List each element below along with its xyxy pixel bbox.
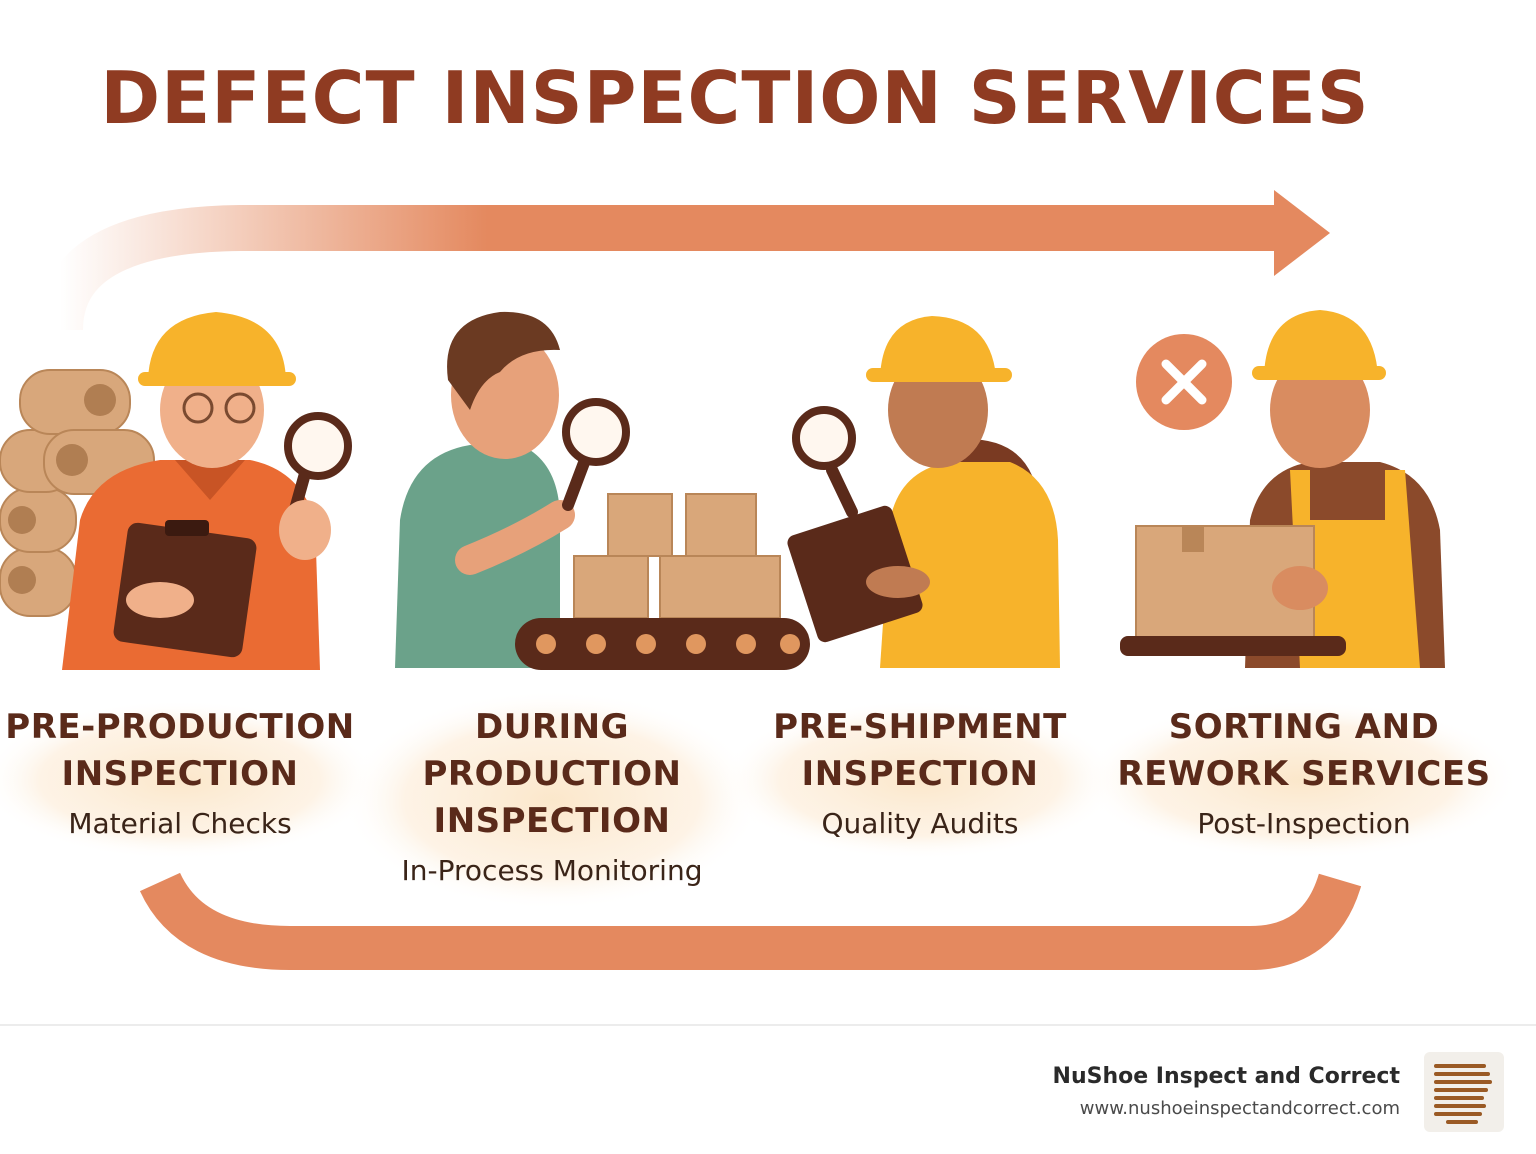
stage-pre-shipment: PRE-SHIPMENT INSPECTION Quality Audits <box>740 704 1100 844</box>
stage-during-production: DURING PRODUCTION INSPECTION In-Process … <box>362 704 742 891</box>
stage-title: DURING PRODUCTION INSPECTION <box>422 707 682 841</box>
inspector-with-clipboard-and-magnifier-icon <box>0 312 352 670</box>
stage-sorting-rework: SORTING AND REWORK SERVICES Post-Inspect… <box>1104 704 1504 844</box>
company-name: NuShoe Inspect and Correct <box>1052 1064 1400 1089</box>
page-title: DEFECT INSPECTION SERVICES <box>100 56 1370 140</box>
worker-holding-box-with-reject-mark-icon <box>1120 310 1445 668</box>
company-url[interactable]: www.nushoeinspectandcorrect.com <box>1079 1098 1400 1119</box>
stage-subtitle: Quality Audits <box>821 807 1019 840</box>
stage-pre-production: PRE-PRODUCTION INSPECTION Material Check… <box>0 704 360 844</box>
stage-title: SORTING AND REWORK SERVICES <box>1117 707 1491 794</box>
stage-title: PRE-SHIPMENT INSPECTION <box>773 707 1067 794</box>
stage-subtitle: Material Checks <box>68 807 292 840</box>
shoe-outline-logo-icon <box>1424 1052 1504 1132</box>
process-flow-diagram <box>0 190 1520 970</box>
stage-subtitle: In-Process Monitoring <box>401 854 703 887</box>
bottom-return-arrow <box>139 872 1362 970</box>
top-flow-arrow <box>37 190 1330 332</box>
stage-subtitle: Post-Inspection <box>1197 807 1411 840</box>
inspector-with-tablet-and-magnifier-icon <box>787 316 1060 668</box>
worker-inspecting-conveyor-boxes-icon <box>395 311 810 670</box>
stage-title: PRE-PRODUCTION INSPECTION <box>5 707 355 794</box>
label-glow-band <box>0 690 1520 910</box>
footer-divider <box>0 1024 1536 1026</box>
